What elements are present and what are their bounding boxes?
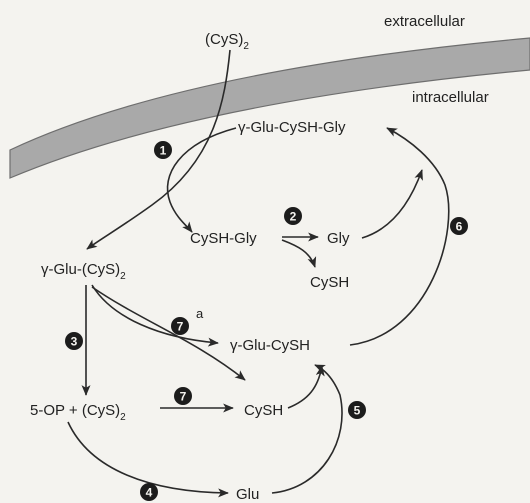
svg-text:6: 6	[456, 220, 463, 234]
cystine-outside-label: (CyS)2	[205, 31, 249, 52]
extracellular-label: extracellular	[384, 13, 465, 30]
cysteine-from-cysgly-label: CySH	[310, 274, 349, 291]
cysteinylglycine-label: CySH-Gly	[190, 230, 257, 247]
step-7-footnote-a: a	[196, 306, 204, 321]
cell-membrane	[9, 37, 530, 179]
svg-text:2: 2	[290, 210, 297, 224]
oxoproline-cystine-label: 5-OP + (CyS)2	[30, 402, 126, 423]
glutamate-label: Glu	[236, 486, 259, 503]
svg-text:3: 3	[71, 335, 78, 349]
arrow-cysh-to-gamma-glu-cysh	[287, 365, 325, 409]
gamma-glu-cystine-label: γ-Glu-(CyS)2	[41, 261, 126, 282]
arrow-cystine-to-gamma-glu-cystine	[86, 49, 231, 250]
gamma-glu-cysteine-label: γ-Glu-CySH	[230, 337, 310, 354]
svg-text:1: 1	[160, 144, 167, 158]
arrow-glu-to-gamma-glu-cysh	[271, 364, 343, 494]
intracellular-label: intracellular	[412, 89, 489, 106]
glycine-label: Gly	[327, 230, 350, 247]
step-badge-4: 4	[140, 483, 158, 501]
step-badge-1: 1	[154, 141, 172, 159]
arrow-glutathione-to-cysgly	[166, 127, 237, 233]
arrow-oxoproline-to-glu	[67, 421, 229, 498]
arrow-gamma-glu-cystine-to-gamma-glu-cysh	[91, 284, 219, 347]
arrow-gamma-glu-cystine-to-cysh	[91, 286, 246, 381]
svg-text:7: 7	[180, 390, 187, 404]
arrow-cysgly-to-cysh	[281, 239, 317, 268]
step-badge-5: 5	[348, 401, 366, 419]
step-badge-6: 6	[450, 217, 468, 235]
glutathione-label: γ-Glu-CySH-Gly	[238, 119, 346, 136]
step-badge-3: 3	[65, 332, 83, 350]
arrow-gamma-glu-cysh-to-glutathione	[349, 127, 450, 346]
svg-text:4: 4	[146, 486, 153, 500]
step-badge-7-lower: 7	[174, 387, 192, 405]
step-badge-2: 2	[284, 207, 302, 225]
step-badge-7-upper: 7	[171, 317, 189, 335]
svg-text:7: 7	[177, 320, 184, 334]
cysteine-label: CySH	[244, 402, 283, 419]
arrow-gly-to-glutathione	[361, 169, 423, 239]
svg-text:5: 5	[354, 404, 361, 418]
